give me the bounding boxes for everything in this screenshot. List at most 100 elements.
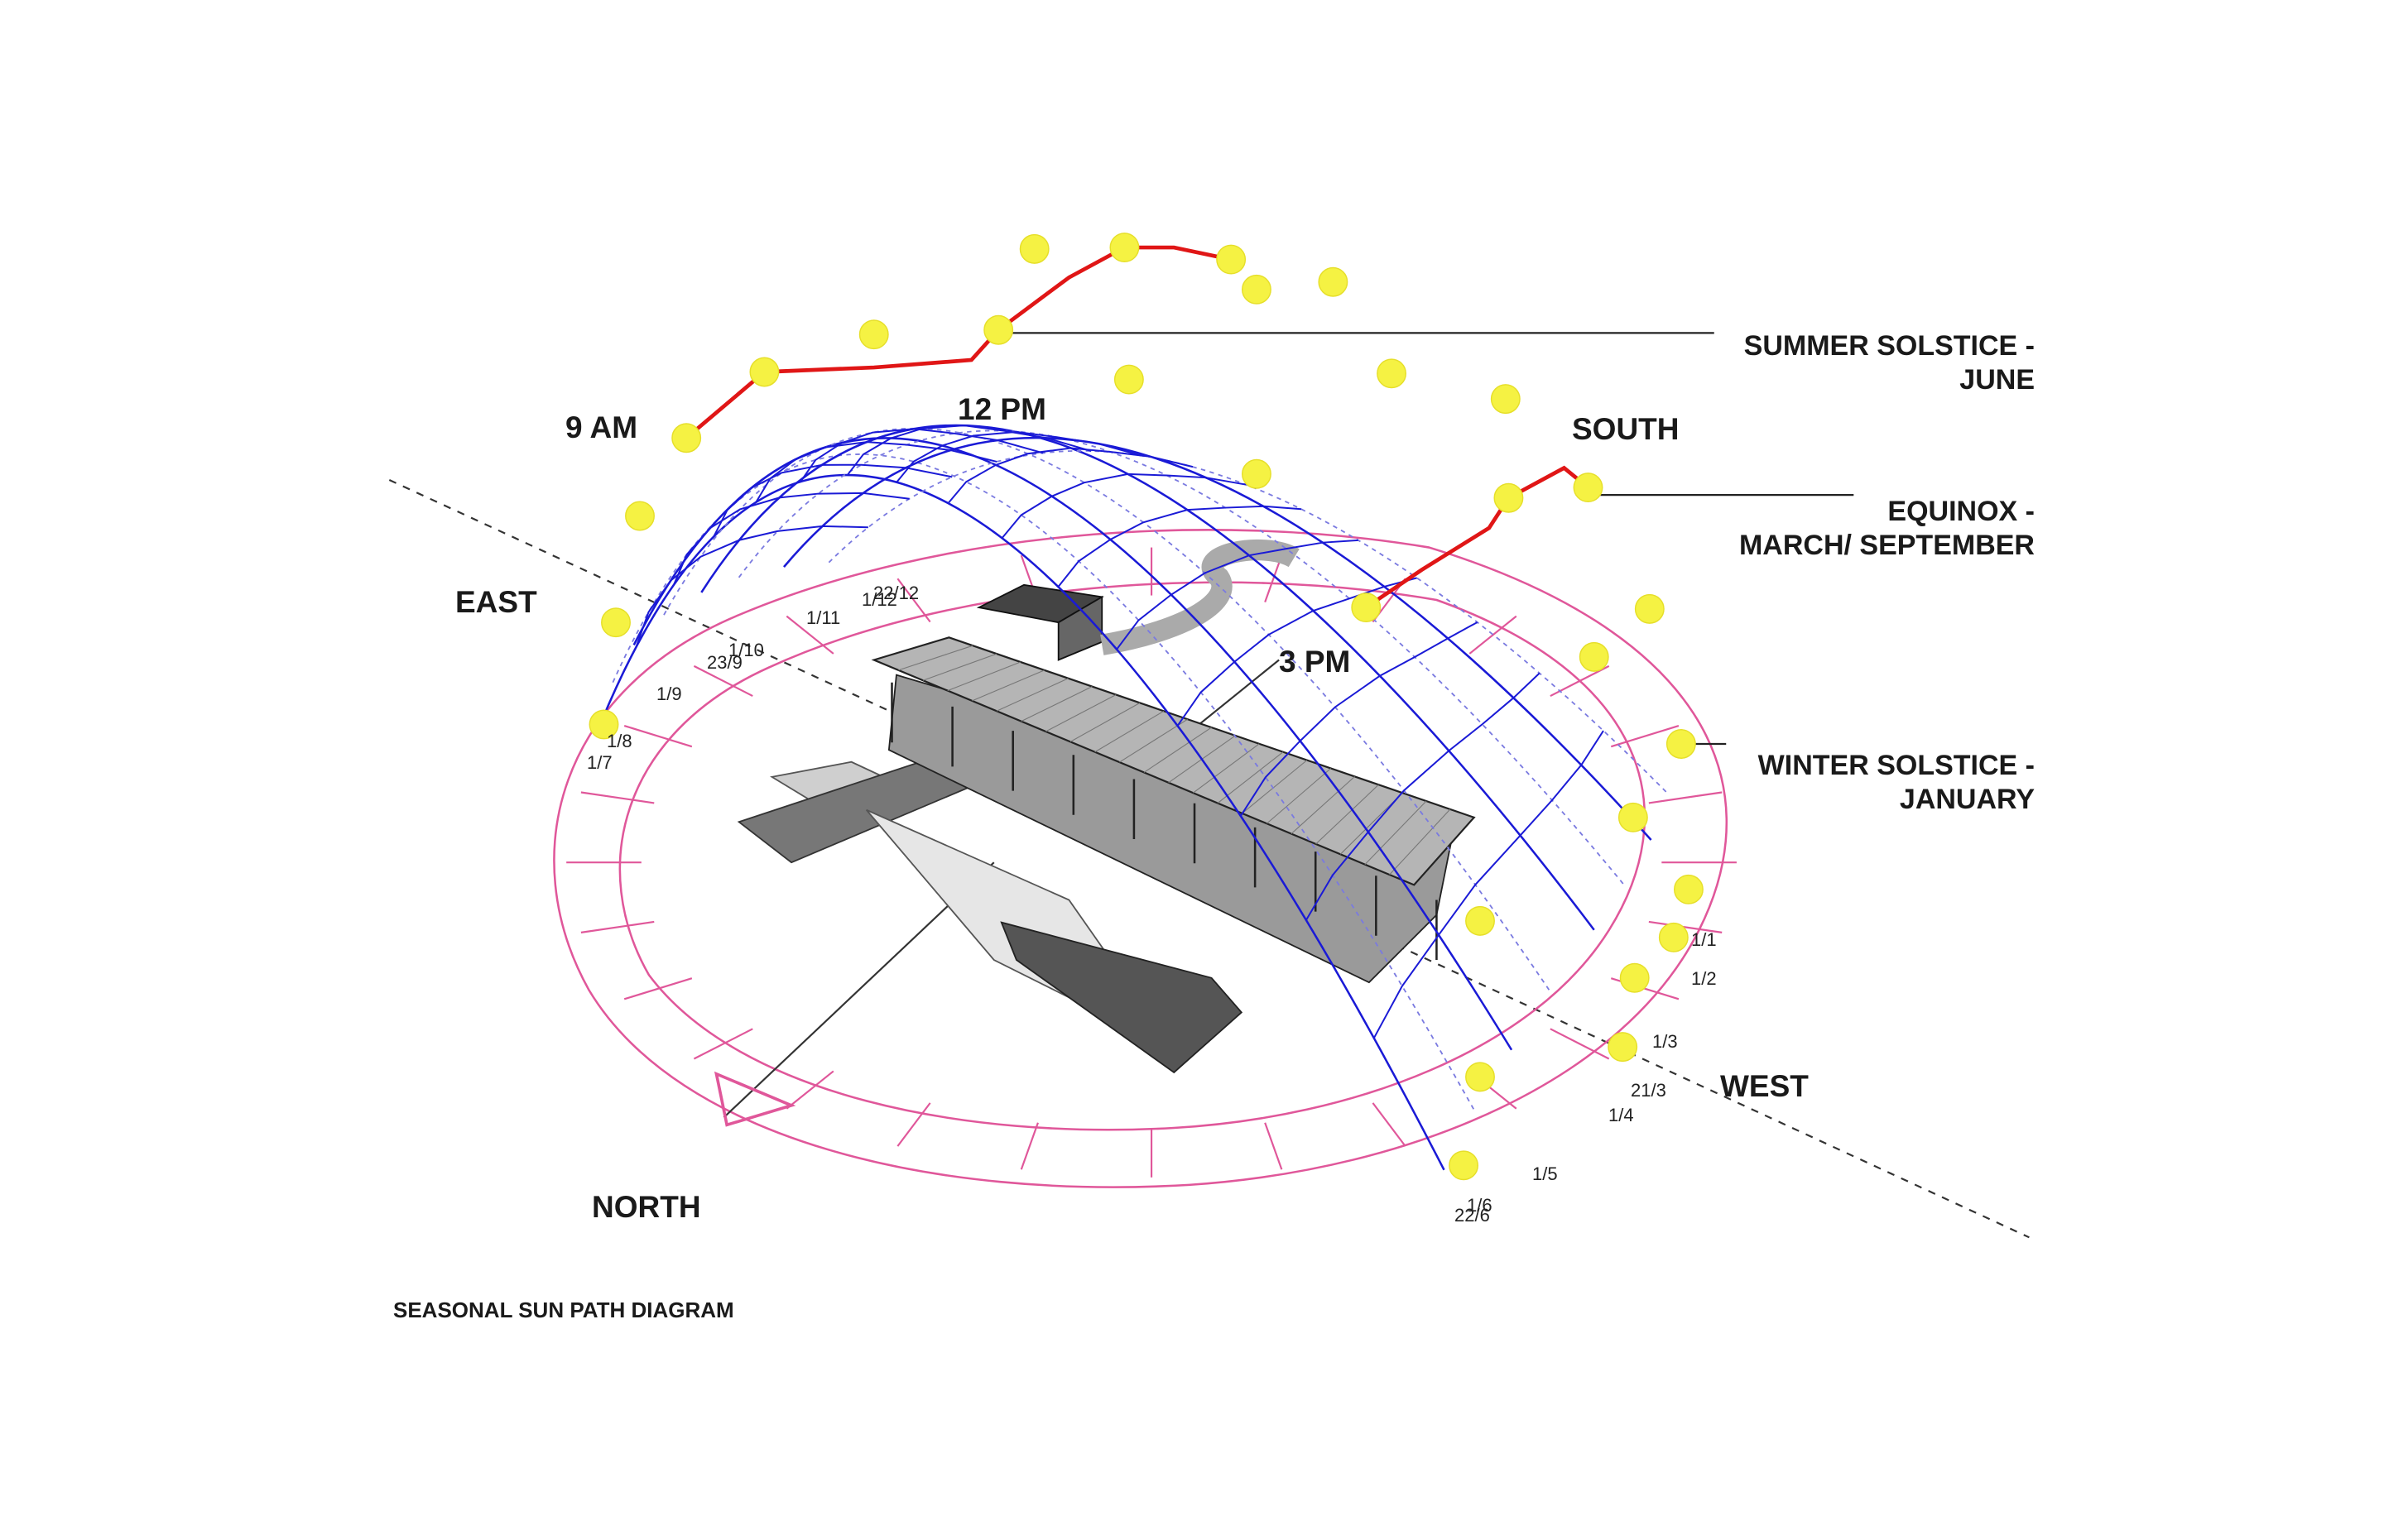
date-tag: 1/5: [1532, 1163, 1558, 1184]
label-9am: 9 AM: [565, 410, 638, 444]
sun-dot-icon: [601, 607, 631, 638]
hour-line: [846, 425, 1092, 476]
label-3pm: 3 PM: [1279, 645, 1351, 679]
roof-seam: [1315, 784, 1379, 845]
sun-dot-icon: [1634, 593, 1665, 624]
building-model: [737, 539, 1476, 1074]
sun-dot-icon: [625, 501, 655, 531]
ring-tick: [1610, 725, 1680, 748]
label-north: NORTH: [592, 1190, 701, 1224]
ring-tick: [1264, 1122, 1283, 1170]
roof-seam: [1021, 686, 1093, 722]
date-tag: 21/3: [1631, 1080, 1666, 1101]
sun-path-arc: [599, 473, 1445, 1171]
horizon-ring: [553, 529, 1728, 1188]
sun-dot-icon: [1665, 729, 1696, 759]
sun-dot-icon: [1241, 458, 1271, 489]
hour-line: [673, 492, 910, 586]
roof-seam: [898, 645, 973, 671]
ring-tick: [1550, 664, 1610, 698]
sun-dot-icon: [1493, 482, 1524, 513]
date-tag: 1/4: [1608, 1105, 1634, 1125]
sun-dot-icon: [1573, 473, 1603, 503]
roof-seam: [1143, 727, 1212, 773]
callout-equinox-line2: MARCH/ SEPTEMBER: [1738, 530, 2035, 561]
hour-line: [755, 441, 997, 503]
callout-summer-line1: SUMMER SOLSTICE -: [1743, 330, 2035, 362]
roof-seam: [1242, 760, 1308, 814]
roof-seam: [996, 678, 1069, 712]
sun-dot-icon: [1673, 874, 1704, 904]
roof-seam: [1192, 743, 1260, 794]
sun-dot-icon: [983, 314, 1014, 345]
sun-dot-icon: [1449, 1150, 1479, 1181]
date-tag: 1/8: [607, 731, 632, 751]
hour-line: [1176, 577, 1417, 727]
roof-seam: [1291, 775, 1355, 834]
ring-tick: [623, 725, 693, 748]
roof-seam: [1069, 702, 1141, 742]
triangle-icon: [714, 1071, 796, 1127]
hour-line: [1116, 539, 1358, 650]
callout-winter-solstice: WINTER SOLSTICE - JANUARY: [1758, 749, 2035, 817]
roof-seams: [898, 645, 1451, 876]
equinox-highlight-path: [1364, 465, 1589, 610]
date-tag: 1/12: [862, 589, 897, 610]
callout-winter-line1: WINTER SOLSTICE -: [1757, 750, 2035, 781]
roof-seam: [1094, 710, 1165, 753]
sun-dot-icon: [671, 423, 702, 453]
hour-line: [1001, 473, 1247, 539]
sun-dot-icon: [1490, 384, 1521, 415]
hour-line: [1305, 672, 1540, 921]
roof-seam: [947, 661, 1021, 692]
ring-tick: [580, 920, 655, 933]
ring-tick: [623, 977, 693, 1000]
roof-seam: [1045, 694, 1117, 732]
hour-line: [896, 430, 1142, 483]
date-tag: 1/11: [806, 607, 841, 628]
ring-tick: [786, 615, 834, 655]
house-roof: [871, 636, 1476, 886]
date-tag: 22/12: [873, 583, 920, 603]
label-east: EAST: [455, 585, 537, 619]
sun-dot-icon: [1216, 244, 1247, 275]
roof-seam: [1119, 718, 1189, 763]
callout-lines: [998, 332, 1854, 746]
ring-tick: [896, 1102, 931, 1147]
callout-winter-line2: JANUARY: [1899, 784, 2035, 815]
roof-seam: [1217, 751, 1284, 804]
diagram-caption: SEASONAL SUN PATH DIAGRAM: [393, 1298, 734, 1322]
label-west: WEST: [1720, 1069, 1809, 1103]
sun-dot-icon: [1351, 592, 1382, 623]
sun-dot-icon: [1465, 905, 1495, 936]
driveway: [1100, 539, 1300, 655]
date-tag: 23/9: [707, 652, 743, 673]
label-south: SOUTH: [1572, 412, 1680, 446]
date-tag: 1/7: [587, 752, 613, 773]
callout-summer-line2: JUNE: [1959, 364, 2035, 396]
callout-equinox: EQUINOX - MARCH/ SEPTEMBER: [1739, 495, 2035, 563]
hour-line: [1057, 505, 1302, 588]
sun-dot-icon: [1113, 364, 1144, 395]
hour-line: [947, 447, 1194, 504]
ring-tick: [1468, 615, 1517, 655]
highlight-paths: [685, 245, 1589, 610]
ring-tick: [693, 664, 753, 698]
roof-seam: [922, 653, 997, 681]
ring-tick: [1648, 920, 1723, 933]
sun-dot-icon: [589, 709, 619, 740]
ring-tick: [1264, 554, 1283, 603]
sun-dot-icon: [1377, 358, 1407, 389]
sun-dot-icon: [1658, 922, 1689, 952]
hour-line: [713, 463, 953, 537]
hour-line: [635, 525, 868, 648]
date-tag: 1/9: [656, 684, 682, 704]
ring-tick: [1372, 1102, 1406, 1147]
sun-dot-icon: [1109, 233, 1140, 263]
roof-seam: [1266, 768, 1332, 824]
roof-seam: [1389, 808, 1451, 876]
sun-dot-icon: [1318, 266, 1348, 297]
callout-summer-solstice: SUMMER SOLSTICE - JUNE: [1744, 329, 2035, 397]
